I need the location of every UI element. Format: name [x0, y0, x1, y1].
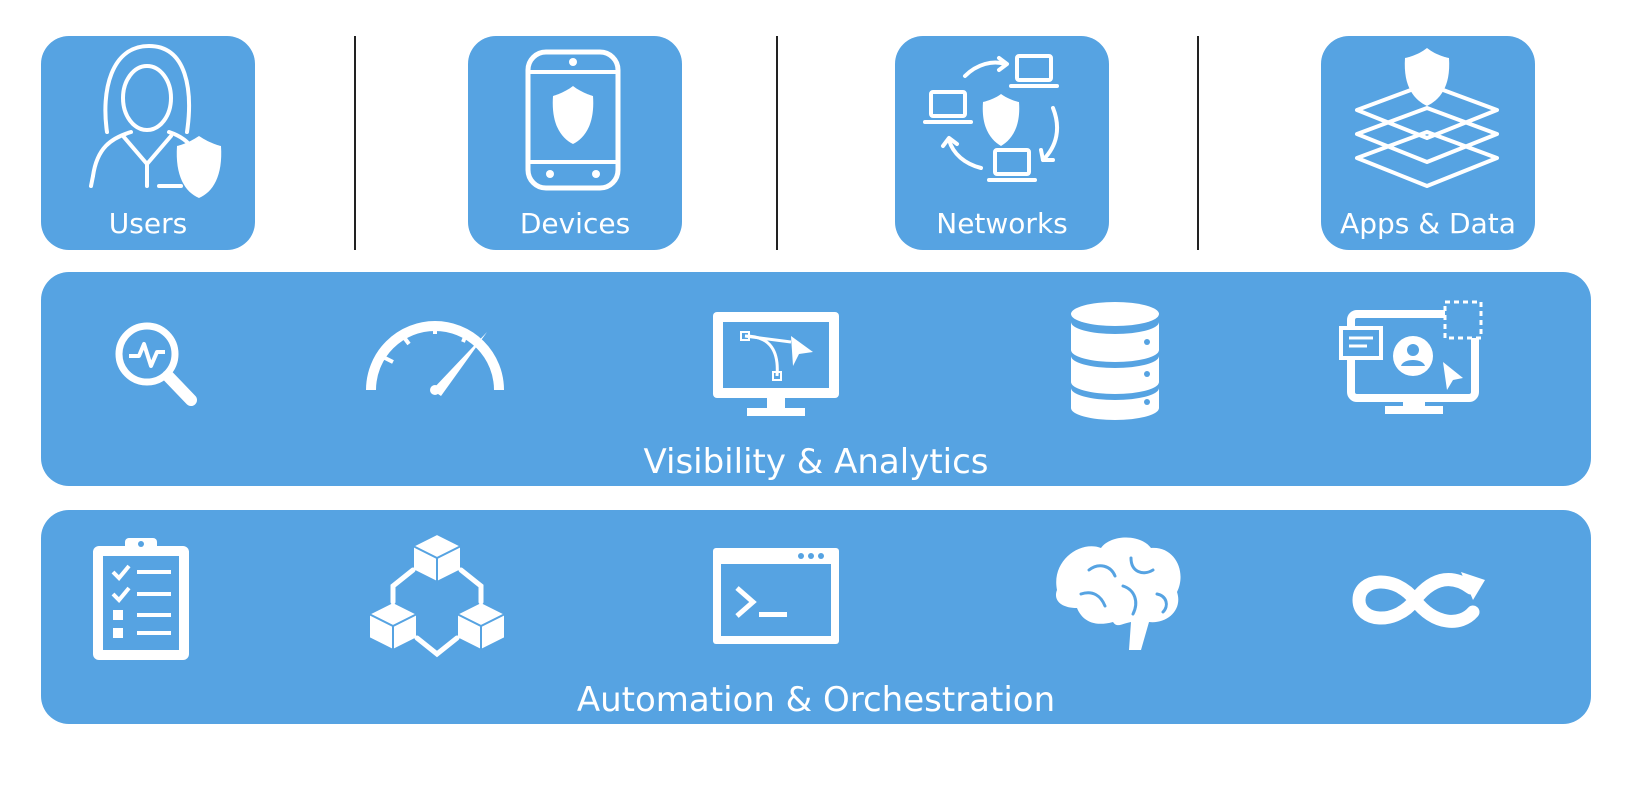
- monitor-vector-icon: [713, 312, 839, 416]
- pillar-label: Devices: [519, 207, 631, 240]
- pillar-devices: Devices: [468, 36, 682, 250]
- pillar-label: Users: [108, 207, 188, 240]
- automation-icons: [93, 532, 1485, 660]
- automation-orchestration-label: Automation & Orchestration: [576, 680, 1056, 720]
- infinity-loop-icon: [1352, 573, 1480, 628]
- database-icon: [1071, 302, 1159, 420]
- pillar-apps-data: Apps & Data: [1321, 36, 1535, 250]
- divider: [1197, 36, 1199, 250]
- brain-icon: [1055, 537, 1181, 650]
- smartphone-shield-icon: [525, 49, 621, 191]
- pillar-label: Networks: [936, 207, 1068, 240]
- layers-shield-icon: [1355, 48, 1499, 188]
- user-shield-icon: [89, 44, 222, 198]
- terminal-window-icon: [713, 548, 839, 644]
- automation-orchestration-band: Automation & Orchestration: [41, 510, 1591, 724]
- speedometer-icon: [366, 321, 504, 396]
- visibility-icons: [115, 300, 1483, 420]
- cubes-network-icon: [368, 532, 506, 652]
- visibility-analytics-label: Visibility & Analytics: [643, 442, 989, 482]
- dashboard-user-icon: [1339, 300, 1483, 414]
- divider: [776, 36, 778, 250]
- network-shield-icon: [923, 54, 1060, 182]
- pillar-label: Apps & Data: [1340, 207, 1516, 240]
- pillar-networks: Networks: [895, 36, 1109, 250]
- visibility-analytics-band: Visibility & Analytics: [41, 272, 1591, 486]
- pillar-users: Users: [41, 36, 255, 250]
- infinity-arrow-icon: [1461, 572, 1485, 600]
- clipboard-checklist-icon: [93, 538, 189, 660]
- search-pulse-icon: [115, 322, 197, 406]
- divider: [354, 36, 356, 250]
